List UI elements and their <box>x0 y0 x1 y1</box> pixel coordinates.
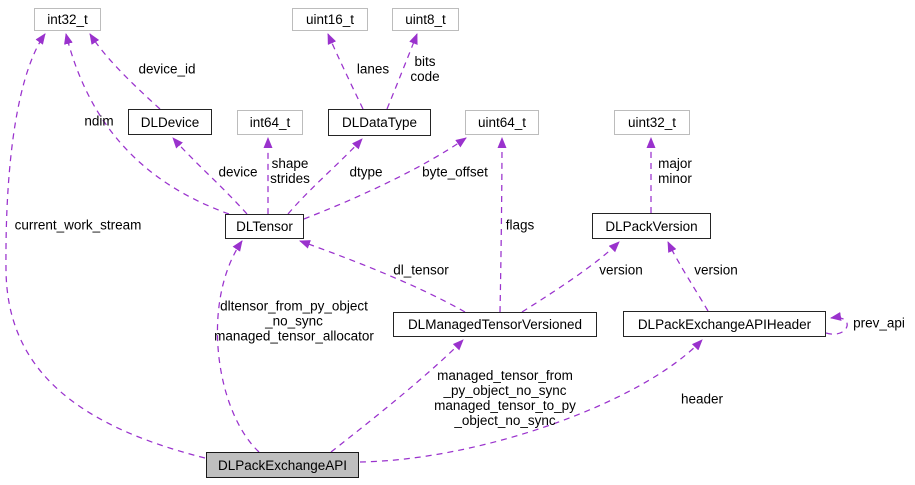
edge-label-byte-offset: byte_offset <box>422 164 488 180</box>
edge-label-device-id: device_id <box>138 61 196 77</box>
edge-label-dl-tensor: dl_tensor <box>393 262 449 278</box>
node-int64-t: int64_t <box>237 110 303 135</box>
node-dlmanagedtensorversioned[interactable]: DLManagedTensorVersioned <box>393 312 597 337</box>
edge-label-device: device <box>218 164 258 180</box>
edge-label-ndim: ndim <box>84 113 114 129</box>
node-int32-t: int32_t <box>34 8 101 31</box>
node-dltensor[interactable]: DLTensor <box>225 214 304 239</box>
edge-device <box>172 137 248 215</box>
node-uint32-t: uint32_t <box>614 110 690 135</box>
edge-label-header: header <box>680 391 724 407</box>
edge-label-dltensor-accessors: dltensor_from_py_object _no_sync managed… <box>214 298 374 344</box>
node-dldatatype[interactable]: DLDataType <box>328 109 431 136</box>
node-dldevice[interactable]: DLDevice <box>128 109 212 135</box>
edge-header <box>359 339 703 463</box>
edge-label-managed-accessors: managed_tensor_from _py_object_no_sync m… <box>434 368 576 428</box>
edge-prev-api <box>825 312 848 335</box>
edge-label-shape-strides: shape strides <box>270 156 310 186</box>
edge-label-prev-api: prev_api <box>853 315 905 331</box>
node-dlpackexchangeapiheader[interactable]: DLPackExchangeAPIHeader <box>623 311 826 337</box>
edge-flags <box>497 137 507 313</box>
edge-dtype <box>287 138 363 215</box>
edge-version-managed <box>521 241 620 313</box>
edge-byte-offset <box>303 137 467 220</box>
edge-label-bits-code: bits code <box>410 54 440 84</box>
edge-label-current-work-stream: current_work_stream <box>14 217 142 233</box>
edge-label-major-minor: major minor <box>658 156 692 186</box>
edge-ndim <box>64 33 230 215</box>
node-uint16-t: uint16_t <box>292 8 368 31</box>
edge-managed-accessors <box>330 339 464 453</box>
edge-label-flags: flags <box>505 217 535 233</box>
edge-group <box>5 33 848 463</box>
edge-label-dtype: dtype <box>349 164 383 180</box>
edge-dltensor-accessors <box>216 240 260 453</box>
node-dlpackversion[interactable]: DLPackVersion <box>592 213 711 239</box>
node-uint64-t: uint64_t <box>465 110 539 135</box>
edge-device-id <box>89 33 161 110</box>
node-dlpackexchangeapi: DLPackExchangeAPI <box>206 452 359 478</box>
edge-label-version-managed: version <box>599 262 643 278</box>
edge-label-lanes: lanes <box>356 61 390 77</box>
edge-current-work-stream <box>5 33 206 459</box>
edge-dl-tensor <box>299 240 466 313</box>
node-uint8-t: uint8_t <box>392 8 459 31</box>
edge-label-version-header: version <box>694 262 738 278</box>
